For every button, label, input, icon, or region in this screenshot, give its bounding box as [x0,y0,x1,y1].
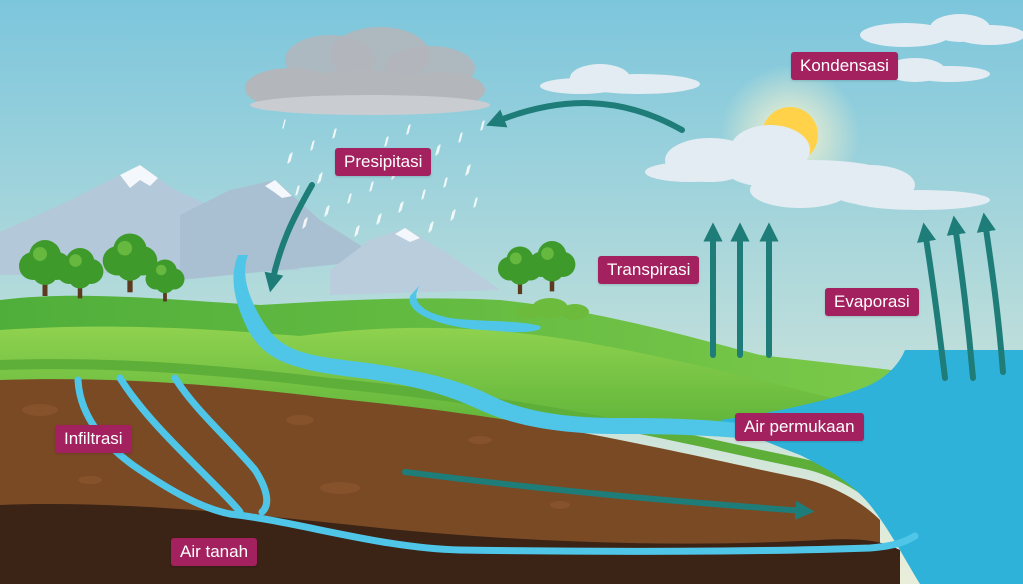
label-kondensasi: Kondensasi [791,52,898,80]
tree-icon [56,248,104,299]
cloud-icon [540,64,700,94]
cloud-icon [885,58,990,82]
rain-drops [282,119,485,237]
precipitation-arrow [264,182,315,293]
label-infiltrasi: Infiltrasi [55,425,132,453]
river [233,255,760,440]
soil-spots [22,404,570,509]
groundwater-arrow [402,469,815,520]
evaporation-arrow [946,215,976,381]
label-presipitasi: Presipitasi [335,148,432,176]
condensation-arrow [486,100,685,133]
label-transpirasi: Transpirasi [598,256,700,284]
tree-icon [19,240,71,296]
label-air-tanah: Air tanah [171,538,258,566]
rain-cloud-icon [245,27,490,115]
lake [409,285,541,333]
tree-icon [102,233,158,293]
process-arrows [264,100,1006,520]
groundwater-channels [74,374,919,555]
evaporation-arrow [976,212,1006,375]
evaporation-arrow [917,222,948,381]
cloud-icon [750,165,990,210]
cloud-icon [860,14,1023,47]
label-evaporasi: Evaporasi [825,288,919,316]
label-air-permukaan: Air permukaan [735,413,864,441]
bushes [516,298,589,320]
sea [720,350,1023,584]
tree-icon [145,259,185,302]
tree-icon [528,241,576,292]
mountain-icon [0,165,500,295]
